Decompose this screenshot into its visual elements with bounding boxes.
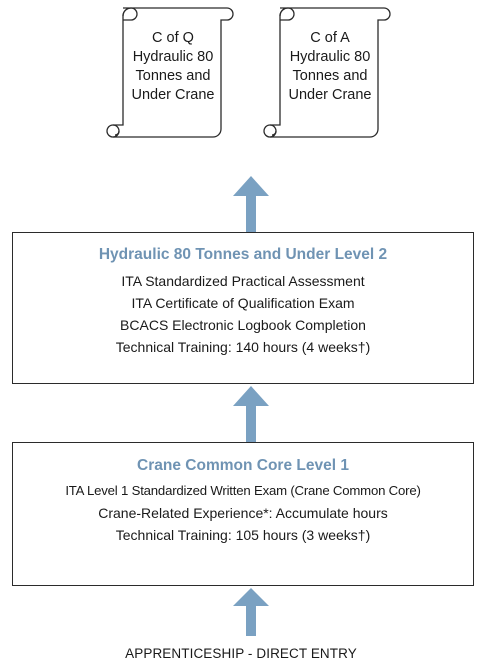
certificate-text: C of A Hydraulic 80 Tonnes and Under Cra…	[273, 29, 387, 105]
certificate-line: Hydraulic 80	[289, 49, 371, 65]
level-2-title: Hydraulic 80 Tonnes and Under Level 2	[98, 246, 388, 263]
certificate-line: C of Q	[152, 30, 194, 46]
arrow-up-icon	[233, 176, 269, 232]
level-1-requirement: Technical Training: 105 hours (3 weeks†)	[115, 527, 371, 543]
level-1-requirement: ITA Level 1 Standardized Written Exam (C…	[65, 483, 421, 498]
certificate-scroll-cofq: C of Q Hydraulic 80 Tonnes and Under Cra…	[106, 5, 240, 145]
level-2-requirement: BCACS Electronic Logbook Completion	[120, 317, 366, 333]
certificate-line: Tonnes and	[135, 68, 211, 84]
level-1-requirement: Crane-Related Experience*: Accumulate ho…	[98, 505, 388, 521]
certificate-scroll-cofa: C of A Hydraulic 80 Tonnes and Under Cra…	[263, 5, 397, 145]
entry-label: APPRENTICESHIP - DIRECT ENTRY	[125, 646, 357, 661]
certificate-line: Under Crane	[131, 87, 215, 103]
level-2-requirement: ITA Certificate of Qualification Exam	[131, 295, 355, 311]
certificate-text: C of Q Hydraulic 80 Tonnes and Under Cra…	[116, 29, 230, 105]
certificate-line: Tonnes and	[292, 68, 368, 84]
level-1-title: Crane Common Core Level 1	[137, 457, 349, 474]
level-2-box: Hydraulic 80 Tonnes and Under Level 2 IT…	[12, 232, 474, 384]
arrow-up-icon	[233, 386, 269, 442]
scroll-shape	[106, 7, 234, 138]
certificate-line: Under Crane	[288, 87, 372, 103]
arrow-up-icon	[233, 588, 269, 636]
certificate-line: C of A	[310, 30, 350, 46]
level-1-box: Crane Common Core Level 1 ITA Level 1 St…	[12, 442, 474, 586]
level-2-requirement: ITA Standardized Practical Assessment	[121, 273, 365, 289]
level-2-requirement: Technical Training: 140 hours (4 weeks†)	[115, 339, 371, 355]
certificate-line: Hydraulic 80	[132, 49, 214, 65]
scroll-shape	[263, 7, 391, 138]
